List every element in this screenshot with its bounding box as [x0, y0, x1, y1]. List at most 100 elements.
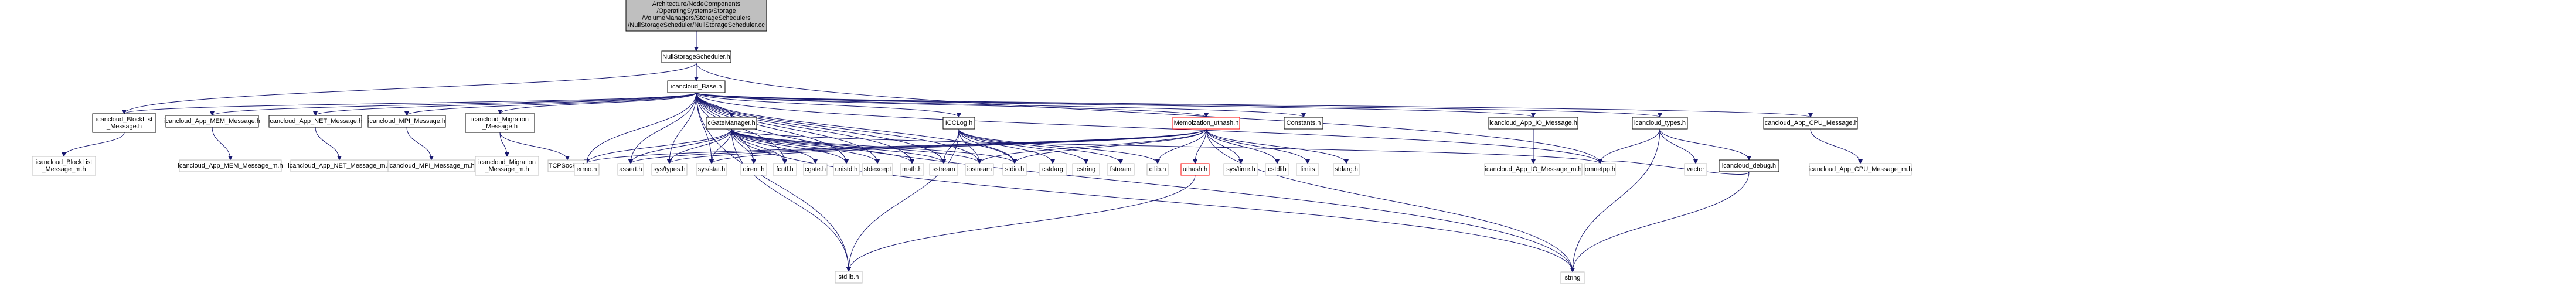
edge-base_h-to-stdlib_h	[696, 92, 851, 272]
edge-memo_h-to-cstdlib	[1206, 128, 1280, 164]
node-fstream: fstream	[1107, 163, 1135, 176]
node-box	[1719, 159, 1779, 172]
node-stdlib_h: stdlib.h	[835, 271, 863, 284]
node-label: cGateManager.h	[707, 120, 755, 127]
node-dirent_h: dirent.h	[740, 163, 767, 176]
node-label: stdarg.h	[1335, 166, 1358, 173]
node-io_msg_h[interactable]: icancloud_App_IO_Message.h	[1488, 117, 1578, 130]
node-box	[1180, 163, 1210, 176]
node-label: icancloud_MPI_Message.h	[368, 118, 445, 125]
edge-base_h-to-constants_h	[696, 92, 1306, 118]
node-box	[740, 163, 767, 176]
node-string: string	[1560, 271, 1585, 284]
node-box	[1488, 117, 1578, 130]
node-box	[1039, 163, 1067, 176]
edge-debug_h-to-string	[1570, 171, 1750, 273]
edge-icclog_h-to-cstring	[958, 128, 1088, 164]
edge-debug_h-to-omnetpp_h	[1598, 159, 1750, 175]
edge-base_h-to-mpi_msg_h	[404, 92, 697, 116]
node-iostream: iostream	[965, 163, 994, 176]
node-constants_h[interactable]: Constants.h	[1284, 117, 1323, 130]
node-migration_h[interactable]: icancloud_Migration_Message.h	[465, 113, 535, 133]
node-root[interactable]: Architecture/NodeComponents/OperatingSys…	[625, 0, 767, 32]
node-cpu_msg_h[interactable]: icancloud_App_CPU_Message.h	[1763, 117, 1858, 130]
node-systime_h: sys/time.h	[1223, 163, 1258, 176]
node-migration_m_h: icancloud_Migration_Message_m.h	[475, 156, 539, 176]
node-box	[900, 163, 924, 176]
node-icclog_h[interactable]: ICCLog.h	[942, 117, 975, 130]
edge-icclog_h-to-stdio_h	[958, 128, 1017, 164]
node-cpu_m_h: icancloud_App_CPU_Message_m.h	[1809, 163, 1913, 176]
node-label: uthash.h	[1183, 166, 1207, 173]
node-label: cstdarg	[1042, 166, 1063, 173]
edge-memo_h-to-systime_h	[1206, 128, 1243, 164]
node-label: sys/types.h	[653, 166, 685, 173]
node-label: icancloud_types.h	[1634, 120, 1686, 127]
node-cgate_h[interactable]: cGateManager.h	[706, 117, 757, 130]
node-blocklist_h[interactable]: icancloud_BlockList_Message.h	[92, 113, 156, 133]
node-box	[706, 117, 757, 130]
node-label: /VolumeManagers/StorageSchedulers	[642, 15, 751, 22]
node-layer: Architecture/NodeComponents/OperatingSys…	[32, 0, 1912, 284]
node-box	[651, 163, 688, 176]
node-nss_h[interactable]: NullStorageScheduler.h	[661, 50, 731, 63]
node-label: icancloud_BlockList	[36, 159, 93, 166]
node-box	[803, 163, 828, 176]
node-label: sys/stat.h	[698, 166, 725, 173]
node-types_h[interactable]: icancloud_types.h	[1632, 117, 1688, 130]
node-label: string	[1565, 274, 1581, 281]
node-uthash_h[interactable]: uthash.h	[1180, 163, 1210, 176]
node-box	[92, 113, 156, 133]
edge-cgate_h-to-sstream	[731, 128, 946, 164]
edge-base_h-to-net_msg_h	[313, 92, 697, 116]
node-label: assert.h	[619, 166, 642, 173]
node-label: icancloud_App_CPU_Message.h	[1763, 120, 1857, 127]
node-label: unistd.h	[835, 166, 858, 173]
edge-icclog_h-to-ctlib_h	[958, 128, 1160, 164]
node-box	[165, 115, 259, 128]
edge-memo_h-to-limits	[1206, 128, 1310, 164]
edge-types_h-to-debug_h	[1659, 128, 1751, 161]
node-label: stdlib.h	[839, 274, 859, 281]
node-label: ICCLog.h	[945, 120, 972, 127]
node-label: icancloud_Base.h	[671, 83, 722, 90]
edge-memo_h-to-string	[1206, 128, 1575, 273]
node-label: icancloud_App_CPU_Message_m.h	[1809, 166, 1913, 173]
node-net_msg_h[interactable]: icancloud_App_NET_Message.h	[268, 115, 362, 128]
node-cstdarg: cstdarg	[1039, 163, 1067, 176]
edge-memo_h-to-ctlib_h	[1155, 128, 1207, 164]
node-base_h[interactable]: icancloud_Base.h	[667, 80, 726, 93]
node-box	[1632, 117, 1688, 130]
edge-base_h-to-sstream	[696, 92, 946, 164]
node-box	[617, 163, 644, 176]
edge-cgate_h-to-stdlib_h	[731, 128, 851, 272]
node-box	[1296, 163, 1319, 176]
node-cstdlib: cstdlib	[1265, 163, 1289, 176]
node-mem_msg_h[interactable]: icancloud_App_MEM_Message.h	[164, 115, 260, 128]
edge-types_h-to-vector	[1659, 128, 1698, 164]
edge-icclog_h-to-iostream	[958, 128, 982, 164]
edge-base_h-to-types_h	[696, 92, 1662, 118]
node-label: Memoization_uthash.h	[1174, 120, 1239, 127]
edge-base_h-to-errno_h	[584, 92, 697, 164]
node-label: ctlib.h	[1149, 166, 1166, 173]
node-stdio_h: stdio.h	[1002, 163, 1027, 176]
node-box	[1333, 163, 1360, 176]
node-box	[1684, 163, 1707, 176]
node-unistd_h: unistd.h	[833, 163, 860, 176]
node-debug_h[interactable]: icancloud_debug.h	[1719, 159, 1779, 172]
edge-base_h-to-io_msg_h	[696, 92, 1536, 118]
node-label: sys/time.h	[1226, 166, 1255, 173]
node-box	[1560, 271, 1585, 284]
node-label: _Message.h	[106, 123, 142, 130]
node-mpi_msg_h[interactable]: icancloud_MPI_Message.h	[367, 115, 446, 128]
node-memo_h[interactable]: Memoization_uthash.h	[1172, 117, 1240, 130]
node-blocklist_m_h: icancloud_BlockList_Message_m.h	[32, 156, 96, 176]
node-box	[625, 0, 767, 32]
node-box	[1763, 117, 1858, 130]
node-label: /OperatingSystems/Storage	[656, 8, 736, 15]
node-label: Constants.h	[1287, 120, 1321, 127]
node-box	[465, 113, 535, 133]
edge-cgate_h-to-assert_h	[628, 128, 732, 164]
node-box	[268, 115, 362, 128]
